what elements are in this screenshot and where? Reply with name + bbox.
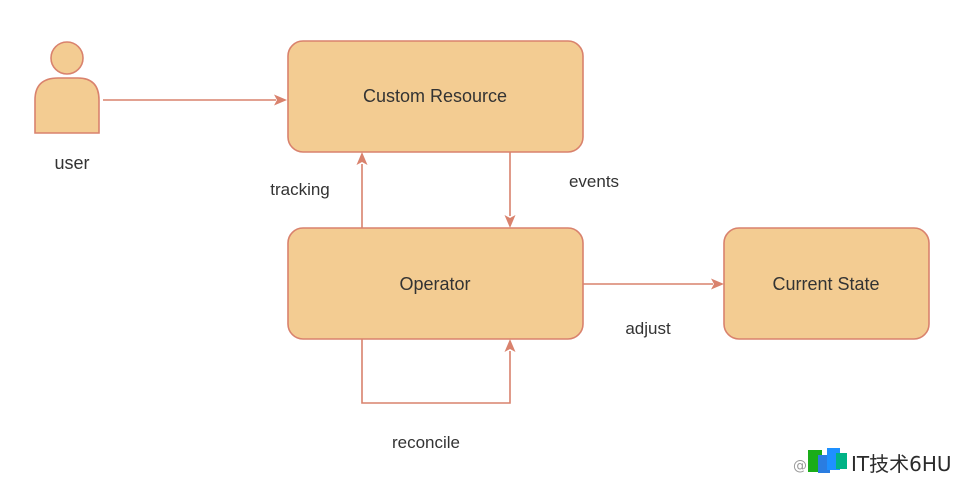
watermark-text: IT技术6HU xyxy=(851,452,952,476)
edge-reconcile xyxy=(361,339,516,404)
user-label: user xyxy=(54,153,89,173)
node-current-state: Current State xyxy=(723,227,930,340)
node-custom-resource: Custom Resource xyxy=(287,40,584,153)
user-actor-icon xyxy=(34,41,100,134)
edge-user-to-custom-resource xyxy=(103,94,287,106)
watermark-prefix: @ xyxy=(793,458,807,474)
edge-adjust xyxy=(583,278,724,290)
edge-adjust-label: adjust xyxy=(625,319,671,338)
edge-tracking-label: tracking xyxy=(270,180,330,199)
watermark: @ IT技术6HU xyxy=(793,448,952,476)
edge-reconcile-label: reconcile xyxy=(392,433,460,452)
node-operator-label: Operator xyxy=(399,274,470,294)
watermark-logo-icon xyxy=(808,448,847,473)
edge-events xyxy=(504,152,516,228)
edge-events-label: events xyxy=(569,172,619,191)
node-current-state-label: Current State xyxy=(772,274,879,294)
edge-tracking xyxy=(356,152,368,228)
node-operator: Operator xyxy=(287,227,584,340)
node-custom-resource-label: Custom Resource xyxy=(363,86,507,106)
